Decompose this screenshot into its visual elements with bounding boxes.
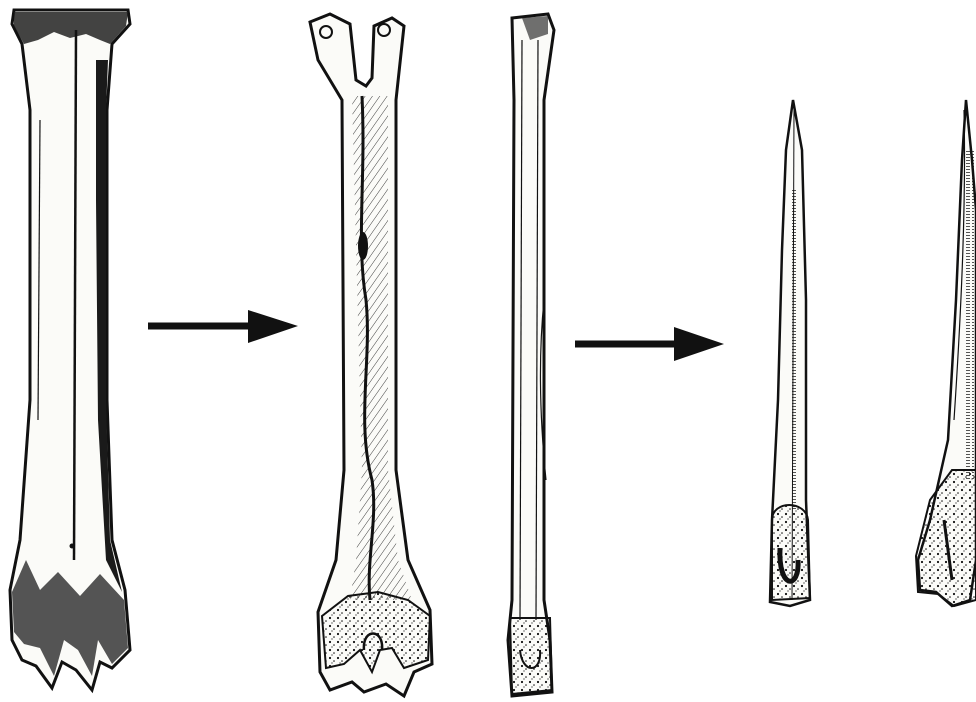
finished-awl-1 (770, 100, 810, 606)
spongy-distal-end (322, 592, 430, 672)
whole-metapodial-bone (10, 10, 130, 690)
rod-distal-end (510, 618, 552, 694)
split-bone-rod (508, 14, 554, 696)
rod-outline (508, 14, 554, 696)
right-arrow-icon (148, 310, 298, 343)
finished-awl-2 (916, 100, 976, 606)
right-arrow-icon (575, 327, 724, 361)
split-bone-half-cut-face (310, 14, 432, 696)
